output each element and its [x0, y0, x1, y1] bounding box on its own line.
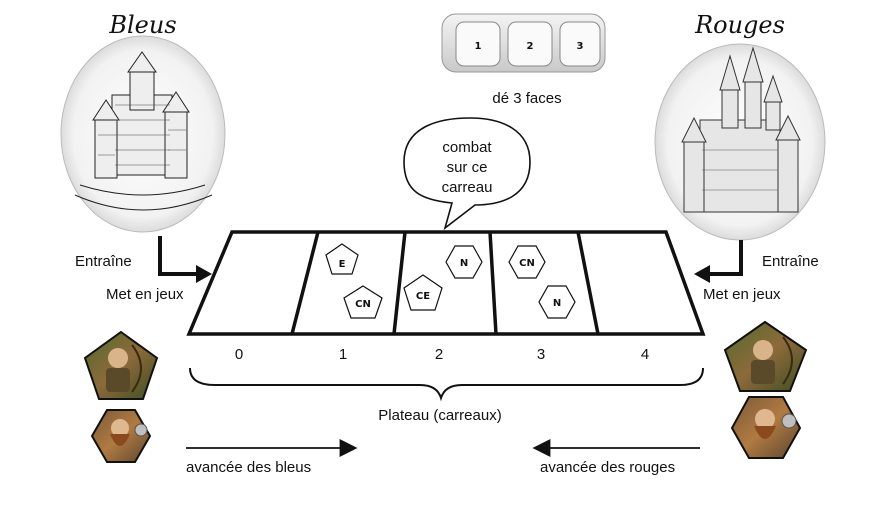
die-face-3: 3: [577, 41, 584, 52]
right-deploy-arrow: [708, 240, 743, 276]
red-castle-icon: [654, 43, 826, 241]
combat-speech-bubble: combat sur ce carreau: [403, 117, 531, 231]
left-deploy-arrow: [158, 236, 198, 276]
token-pentagon: E: [325, 243, 359, 275]
tile-divider: [576, 231, 600, 335]
board-outline: [186, 230, 706, 336]
token-label: E: [339, 259, 346, 270]
die-caption: dé 3 faces: [492, 90, 561, 107]
red-team-title: Rouges: [694, 11, 785, 39]
bubble-line-3: carreau: [442, 179, 493, 196]
token-label: CN: [519, 258, 535, 269]
bubble-line-2: sur ce: [447, 159, 488, 176]
dwarf-warrior-icon: [90, 409, 152, 463]
tile-number-3: 3: [537, 346, 545, 363]
die-face-1: 1: [475, 41, 482, 52]
die-icon: 1 2 3: [441, 13, 606, 73]
token-hexagon: CN: [508, 245, 546, 279]
advance-red-label: avancée des rouges: [540, 459, 675, 476]
left-deploy-label: Met en jeux: [106, 286, 184, 303]
token-label: CE: [416, 291, 430, 302]
tile-divider: [392, 231, 407, 335]
elf-archer-icon: [723, 320, 808, 392]
board-brace: [189, 367, 704, 402]
tile-divider: [290, 231, 320, 335]
blue-team-title: Bleus: [108, 11, 176, 39]
token-hexagon: N: [538, 285, 576, 319]
board-caption: Plateau (carreaux): [378, 407, 501, 424]
token-pentagon: CN: [343, 285, 383, 319]
tile-number-2: 2: [435, 346, 443, 363]
arrow-left-icon: [694, 265, 710, 283]
blue-castle-icon: [60, 35, 226, 233]
right-deploy-label: Met en jeux: [703, 286, 781, 303]
arrow-right-icon: [196, 265, 212, 283]
tile-number-1: 1: [339, 346, 347, 363]
elf-archer-icon: [83, 330, 159, 400]
token-pentagon: CE: [403, 274, 443, 311]
tile-number-0: 0: [235, 346, 243, 363]
token-hexagon: N: [445, 245, 483, 279]
right-train-label: Entraîne: [762, 253, 819, 270]
bubble-line-1: combat: [442, 139, 492, 156]
tile-number-4: 4: [641, 346, 649, 363]
left-train-label: Entraîne: [75, 253, 132, 270]
token-label: CN: [355, 299, 371, 310]
board: [186, 230, 706, 336]
tile-divider: [488, 231, 498, 335]
token-label: N: [460, 258, 468, 269]
dwarf-warrior-icon: [730, 396, 802, 459]
token-label: N: [553, 298, 561, 309]
die-face-2: 2: [527, 41, 534, 52]
advance-blue-label: avancée des bleus: [186, 459, 311, 476]
